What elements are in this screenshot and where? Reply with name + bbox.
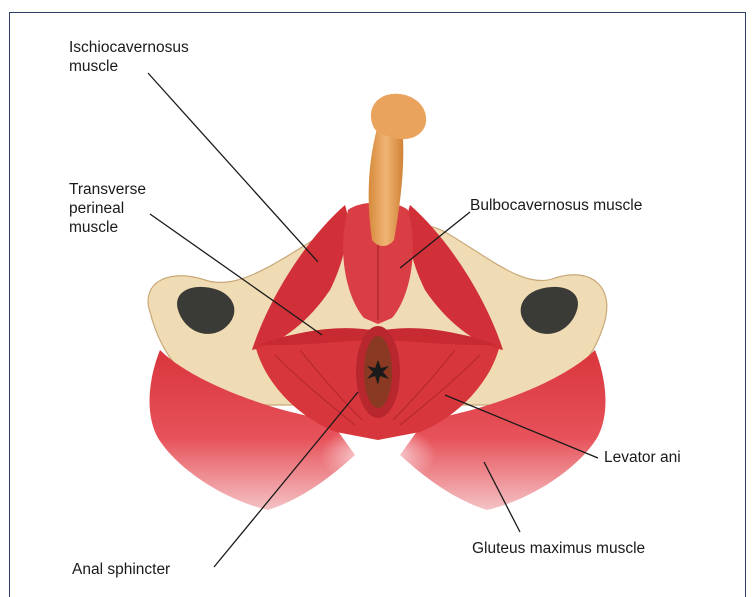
- penis-glans: [371, 94, 426, 139]
- label-ischiocavernosus: Ischiocavernosus muscle: [69, 38, 189, 76]
- leader-ischiocavernosus: [148, 73, 318, 262]
- label-bulbocavernosus: Bulbocavernosus muscle: [470, 196, 642, 215]
- label-transverse-perineal: Transverse perineal muscle: [69, 180, 146, 237]
- label-anal-sphincter: Anal sphincter: [72, 560, 170, 579]
- label-levator-ani: Levator ani: [604, 448, 681, 467]
- label-gluteus-maximus: Gluteus maximus muscle: [472, 539, 645, 558]
